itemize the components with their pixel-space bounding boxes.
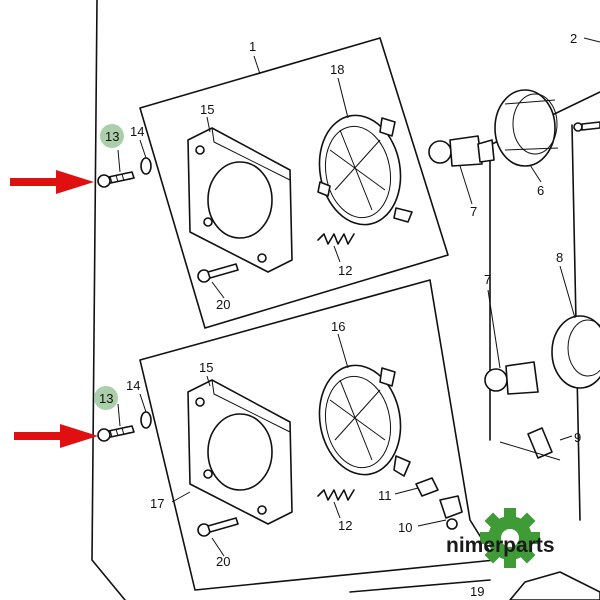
bulb-holder (415, 477, 463, 530)
callout-13-upper: 13 (105, 129, 119, 144)
callout-10: 10 (398, 520, 412, 535)
callout-16: 16 (331, 319, 345, 334)
callout-9: 9 (574, 430, 581, 445)
upper-side-lamp-housing (494, 89, 559, 167)
lower-headlamp (318, 364, 411, 477)
red-arrow-lower (14, 424, 98, 448)
upper-mounting-bracket (187, 127, 293, 273)
lower-side-lamp-housing (551, 315, 600, 389)
bottom-right-part (349, 571, 600, 600)
upper-assembly-frame (139, 37, 449, 329)
callout-15-upper: 15 (200, 102, 214, 117)
callout-15-lower: 15 (199, 360, 213, 375)
leader-lines (117, 37, 600, 557)
upper-washer (140, 157, 152, 175)
callout-20-lower: 20 (216, 554, 230, 569)
callout-12-upper: 12 (338, 263, 352, 278)
lower-mounting-bracket (187, 379, 293, 525)
callout-12-lower: 12 (338, 518, 352, 533)
upper-bolt (197, 263, 239, 283)
callout-2: 2 (570, 31, 577, 46)
callout-14-lower: 14 (126, 378, 140, 393)
upper-right-screw (573, 121, 600, 132)
callout-18: 18 (330, 62, 344, 77)
upper-spring (317, 233, 355, 245)
lower-washer (140, 411, 152, 429)
page-frame (91, 0, 126, 600)
callout-14-upper: 14 (130, 124, 144, 139)
red-arrow-upper (10, 170, 94, 194)
highlight-circle-13-lower (94, 386, 118, 410)
upper-side-lamp-bulb (428, 135, 495, 167)
small-bulb (499, 427, 561, 461)
callout-7-lower: 7 (484, 272, 491, 287)
lower-spring (317, 489, 355, 501)
upper-screw (97, 171, 135, 188)
watermark-text: nimerparts (446, 534, 555, 557)
callout-6: 6 (537, 183, 544, 198)
lower-side-lamp-bulb (484, 361, 539, 395)
callout-20-upper: 20 (216, 297, 230, 312)
callout-11: 11 (378, 488, 392, 503)
callout-17: 17 (150, 496, 164, 511)
callout-13-lower: 13 (99, 391, 113, 406)
callout-8: 8 (556, 250, 563, 265)
lower-bolt (197, 517, 239, 537)
highlight-circle-13-upper (100, 124, 124, 148)
callout-19: 19 (470, 584, 484, 599)
callout-7-upper: 7 (470, 204, 477, 219)
upper-headlamp (317, 114, 413, 226)
lower-screw (97, 425, 135, 442)
callout-1: 1 (249, 39, 256, 54)
